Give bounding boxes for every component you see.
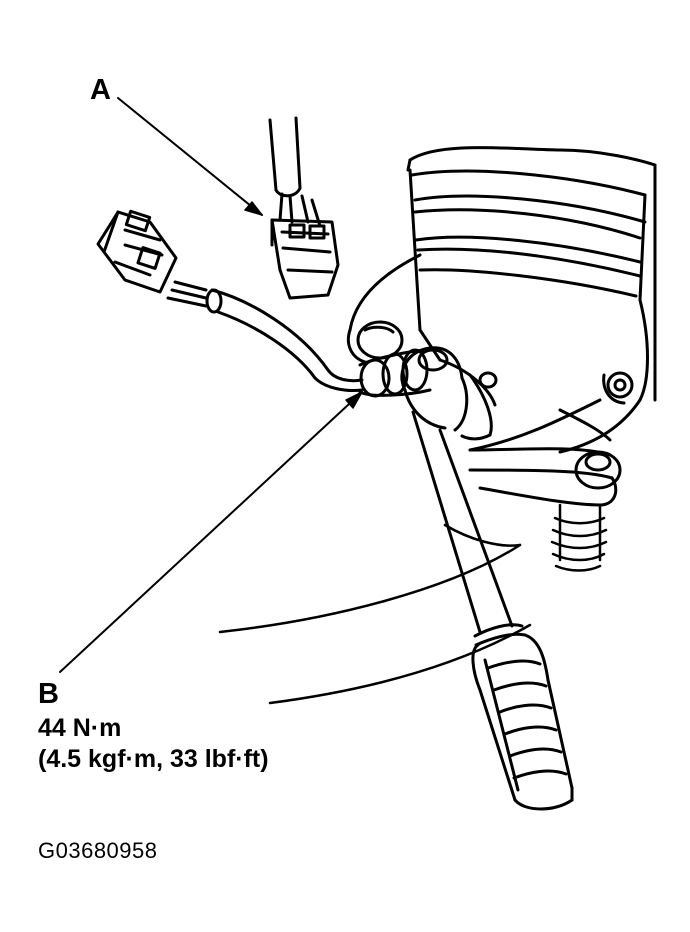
ratchet-wrench <box>400 346 574 811</box>
component-housing <box>406 146 657 454</box>
torque-spec-alt: (4.5 kgf·m, 33 lbf·ft) <box>38 745 269 773</box>
callout-label-b: B <box>38 678 59 710</box>
spring-boot <box>550 503 608 572</box>
figure-code: G03680958 <box>38 838 158 863</box>
leader-b <box>59 391 363 673</box>
callout-label-a: A <box>90 74 111 106</box>
lower-flange <box>346 253 498 441</box>
harness-connector-a <box>268 116 340 300</box>
torque-spec-metric: 44 N·m <box>38 714 122 742</box>
harness-connector-left <box>96 209 364 392</box>
mounting-bracket <box>468 408 622 507</box>
background-curves <box>218 523 532 705</box>
bolt-socket-wrap <box>358 348 432 398</box>
leader-a <box>117 97 263 216</box>
